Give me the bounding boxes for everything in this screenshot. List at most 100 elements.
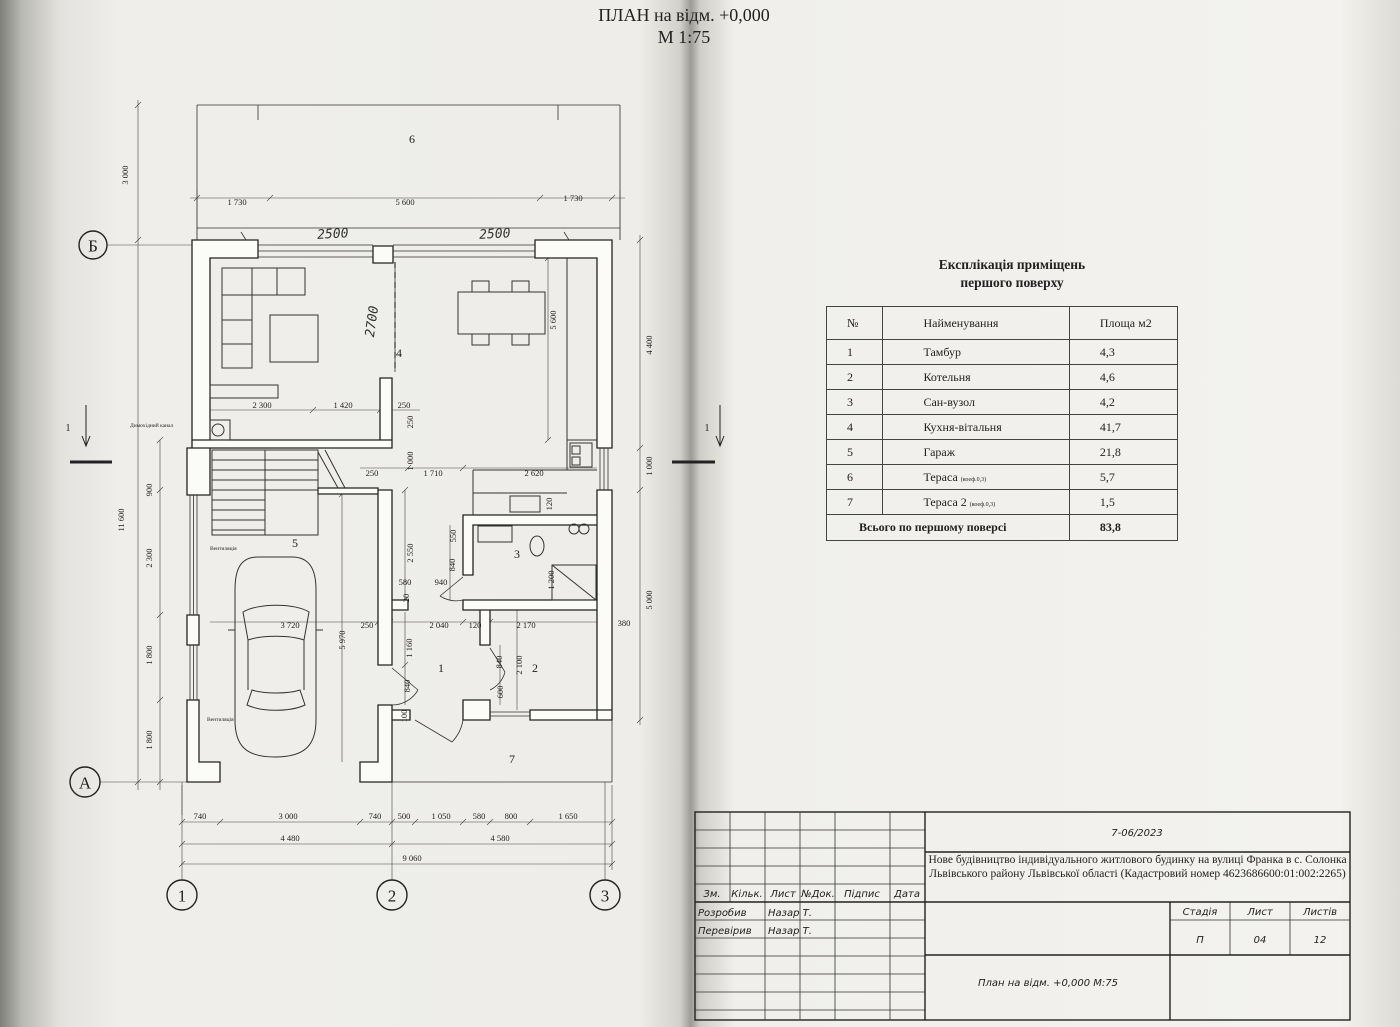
kitchen-counter: [472, 258, 597, 515]
explication-title: Експлікація приміщень першого поверху: [880, 256, 1144, 292]
note-ventilation-1: Вентиляція: [210, 546, 237, 552]
dim-text: 1 800: [144, 645, 154, 664]
bathroom-sink: [477, 525, 513, 543]
dim-text: 740: [194, 811, 207, 821]
dim-text: 600: [495, 686, 505, 699]
col-header-date: Дата: [893, 889, 920, 900]
axis-label-3: 3: [601, 887, 610, 906]
dim-text: 1 160: [404, 638, 414, 657]
axis-label-a: А: [79, 774, 92, 793]
dim-text: 5 600: [395, 197, 414, 207]
room-label-3: 3: [514, 547, 520, 561]
dim-text: 9 060: [402, 853, 421, 863]
axis-label-2: 2: [388, 887, 397, 906]
dim-text: 840: [494, 656, 504, 669]
handwritten-dim-1: 2500: [317, 226, 349, 243]
dim-text: 2 300: [144, 548, 154, 567]
document-code: 7-06/2023: [1111, 828, 1163, 839]
stage-header: Стадія: [1183, 906, 1218, 918]
row-number: 1: [825, 339, 884, 365]
boiler-right: [578, 523, 590, 535]
dim-text: 3 000: [120, 165, 130, 184]
dim-text: 120: [544, 498, 554, 511]
dim-text: 1 710: [423, 468, 442, 478]
row-name: Тераса 2 (коеф.0,3): [882, 489, 1070, 515]
dim-text: 250: [361, 620, 374, 630]
room-label-6: 6: [409, 132, 415, 146]
dim-text: 4 400: [644, 335, 654, 354]
room-label-7: 7: [509, 752, 515, 766]
dim-text: 2 170: [516, 620, 535, 630]
sofa: [221, 267, 306, 369]
section-label-right: 1: [705, 423, 710, 434]
stove: [509, 495, 541, 513]
sheet-title: План на відм. +0,000 М:75: [978, 977, 1118, 989]
dim-text: 800: [505, 811, 518, 821]
sheets-value: 12: [1314, 935, 1327, 946]
project-description: Нове будівництво індивідуального житлово…: [928, 854, 1347, 880]
shower: [551, 564, 597, 601]
total-row: Всього по першому поверсі 83,8: [826, 514, 1179, 541]
dim-text: 1 800: [144, 730, 154, 749]
room-label-1: 1: [438, 661, 444, 675]
plan-scale: М 1:75: [658, 27, 711, 47]
plan-title: ПЛАН на відм. +0,000: [598, 5, 770, 25]
col-header-sheet: Лист: [769, 889, 797, 900]
room-label-5: 5: [292, 536, 298, 550]
dim-text: 120: [469, 620, 482, 630]
dim-text: 1 200: [546, 570, 556, 589]
explication-title-line2: першого поверху: [960, 275, 1064, 290]
row-area: 4,6: [1068, 364, 1179, 390]
dim-text: 11 600: [116, 508, 126, 531]
section-label-left: 1: [66, 423, 71, 434]
dim-text: 20: [401, 594, 411, 603]
dim-text: 500: [398, 811, 411, 821]
coffee-table: [269, 314, 319, 363]
sheet-value: 04: [1254, 935, 1267, 946]
car: [228, 556, 323, 758]
dim-text: 580: [399, 577, 412, 587]
row-name: Тамбур: [882, 339, 1070, 365]
col-header-quantity: Кільк.: [731, 888, 762, 900]
explication-header-row: № Найменування Площа м2: [825, 306, 1179, 340]
toilet: [529, 535, 545, 557]
kitchen-sink: [569, 442, 593, 468]
room-label-2: 2: [532, 661, 538, 675]
row-number: 6: [825, 464, 884, 490]
dim-text: 2 620: [524, 468, 543, 478]
axis-marker-3: [589, 879, 621, 911]
terrace-7-outline: [392, 720, 613, 783]
axis-marker-1: [166, 879, 198, 911]
explication-table: № Найменування Площа м2 1 Тамбур 4,3 2 К…: [825, 306, 1179, 541]
dim-text: 2 300: [252, 400, 271, 410]
developed-name: Назар Т.: [768, 908, 812, 919]
dim-text: 740: [369, 811, 382, 821]
dim-text: 100: [399, 710, 409, 723]
chimney-flue: [211, 423, 225, 437]
dining-table: [457, 291, 546, 335]
row-area: 4,3: [1068, 339, 1179, 365]
header-name: Найменування: [882, 306, 1070, 340]
row-area: 4,2: [1068, 389, 1179, 415]
title-block-main-lines: [695, 812, 1350, 1020]
dim-text: 1 730: [563, 193, 582, 203]
dim-text: 3 000: [278, 811, 297, 821]
table-row: 7 Тераса 2 (коеф.0,3) 1,5: [825, 489, 1179, 515]
stairs: [211, 449, 346, 536]
row-area: 21,8: [1068, 439, 1179, 465]
row-number: 3: [825, 389, 884, 415]
table-row: 3 Сан-вузол 4,2: [825, 389, 1179, 415]
axis-label-1: 1: [178, 887, 187, 906]
dim-text: 550: [448, 530, 458, 543]
axis-label-b: Б: [88, 237, 98, 256]
dimension-texts: 3 000 1 730 5 600 1 730 11 600 900 2 300…: [116, 165, 654, 863]
row-name-text: Тераса 2: [923, 494, 967, 509]
tv-unit: [209, 384, 279, 399]
axis-marker-b: [78, 230, 108, 260]
dim-text: 1 650: [558, 811, 577, 821]
dim-text: 1 420: [333, 400, 352, 410]
sheets-header: Листів: [1302, 906, 1337, 918]
dim-text: 4 480: [280, 833, 299, 843]
row-note: (коеф.0,3): [960, 476, 987, 483]
